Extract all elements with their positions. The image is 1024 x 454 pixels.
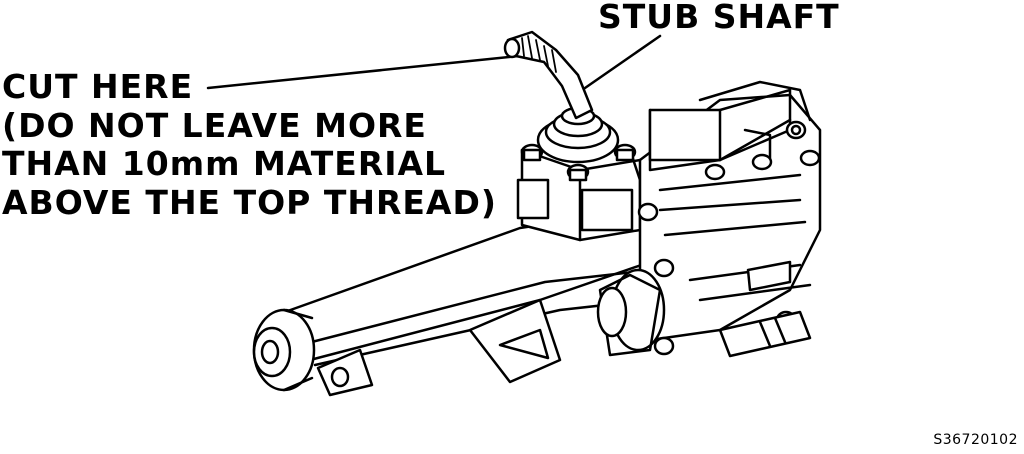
cut-here-line-2: (DO NOT LEAVE MORE: [2, 105, 427, 145]
cut-here-line-3: THAN 10mm MATERIAL: [2, 144, 447, 183]
gearbox-body: [638, 80, 822, 342]
tie-rod-stub: [718, 310, 812, 358]
lower-bracket: [468, 298, 562, 384]
cut-here-line-1: CUT HERE: [2, 67, 194, 106]
cut-here-callout: CUT HERE (DO NOT LEAVE MORE THAN 10mm MA…: [2, 67, 497, 222]
mounting-lug: [316, 348, 374, 397]
valve-block-bolts: [520, 143, 637, 182]
bolt: [637, 202, 659, 222]
end-bushing: [252, 308, 316, 392]
bolt: [613, 143, 637, 162]
cut-here-leader-line: [206, 53, 530, 90]
bolt: [566, 163, 590, 182]
bolt: [704, 163, 726, 181]
valve-block: [516, 148, 642, 242]
stub-shaft-label: STUB SHAFT: [598, 0, 840, 36]
bolt: [799, 149, 821, 167]
bolt: [520, 143, 544, 162]
bolt: [751, 153, 773, 171]
bolt: [785, 120, 807, 140]
bolt: [653, 336, 675, 356]
bolt: [653, 258, 675, 278]
housing-collar: [596, 268, 666, 357]
figure-id: S36720102: [933, 432, 1018, 448]
dust-boot: [536, 106, 620, 164]
cut-here-line-4: ABOVE THE TOP THREAD): [2, 182, 497, 222]
stub-shaft: [503, 30, 594, 120]
rack-housing-rib: [298, 268, 654, 347]
stub-shaft-leader-line: [583, 34, 662, 90]
